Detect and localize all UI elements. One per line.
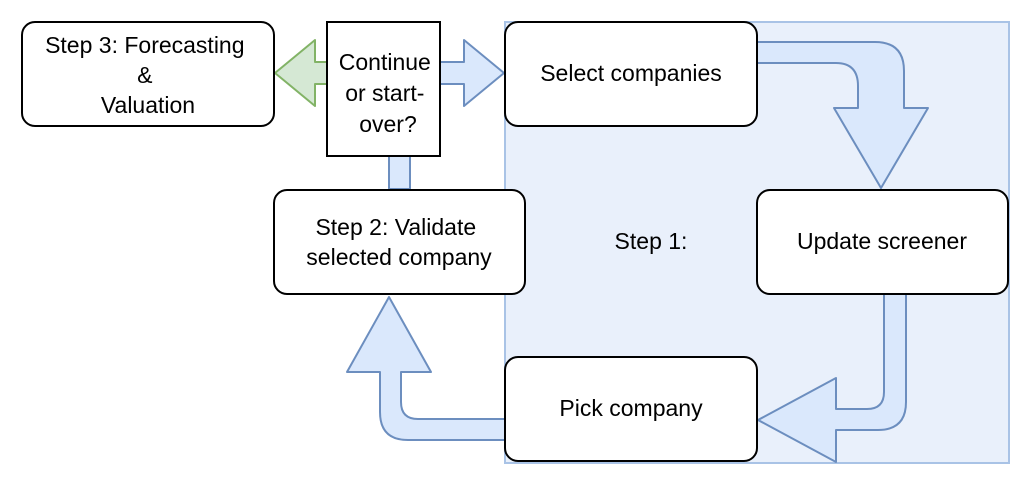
node-update-screener: Update screener <box>756 189 1009 295</box>
node-pick-company: Pick company <box>504 356 758 462</box>
node-decision: Continue or start- over? <box>326 21 441 157</box>
node-validate-line-2: selected company <box>306 244 492 270</box>
svg-text:Continue or start-: Continue or start- over? <box>339 49 437 137</box>
node-update-screener-label: Update screener <box>797 228 967 254</box>
svg-text:Step 3: Forecasting &: Step 3: Forecasting & Valuation <box>45 32 251 118</box>
node-validate-line-1: Step 2: Validate <box>315 214 476 240</box>
arrow-decision-to-forecast <box>274 39 328 107</box>
node-forecasting-valuation: Step 3: Forecasting & Valuation <box>21 21 275 127</box>
arrow-select-to-update <box>756 41 929 189</box>
connector-validate-to-decision <box>388 155 411 190</box>
node-decision-line-2: or start- <box>345 80 424 106</box>
step1-region-label: Step 1: <box>615 228 688 254</box>
node-decision-line-3: over? <box>359 111 417 137</box>
node-select-companies: Select companies <box>504 21 758 127</box>
svg-text:Step 2: Validate selecte: Step 2: Validate selected company <box>306 214 492 270</box>
node-pick-company-label: Pick company <box>559 395 703 421</box>
node-forecast-line-3: Valuation <box>101 92 195 118</box>
arrow-decision-to-select <box>439 39 505 107</box>
arrow-update-to-pick <box>757 293 907 463</box>
node-forecast-line-1: Step 3: Forecasting <box>45 32 244 58</box>
node-validate-company: Step 2: Validate selected company <box>273 189 526 295</box>
node-forecast-line-2: & <box>137 62 152 88</box>
node-decision-line-1: Continue <box>339 49 431 75</box>
arrow-pick-to-validate <box>346 296 506 441</box>
node-select-companies-label: Select companies <box>540 60 722 86</box>
